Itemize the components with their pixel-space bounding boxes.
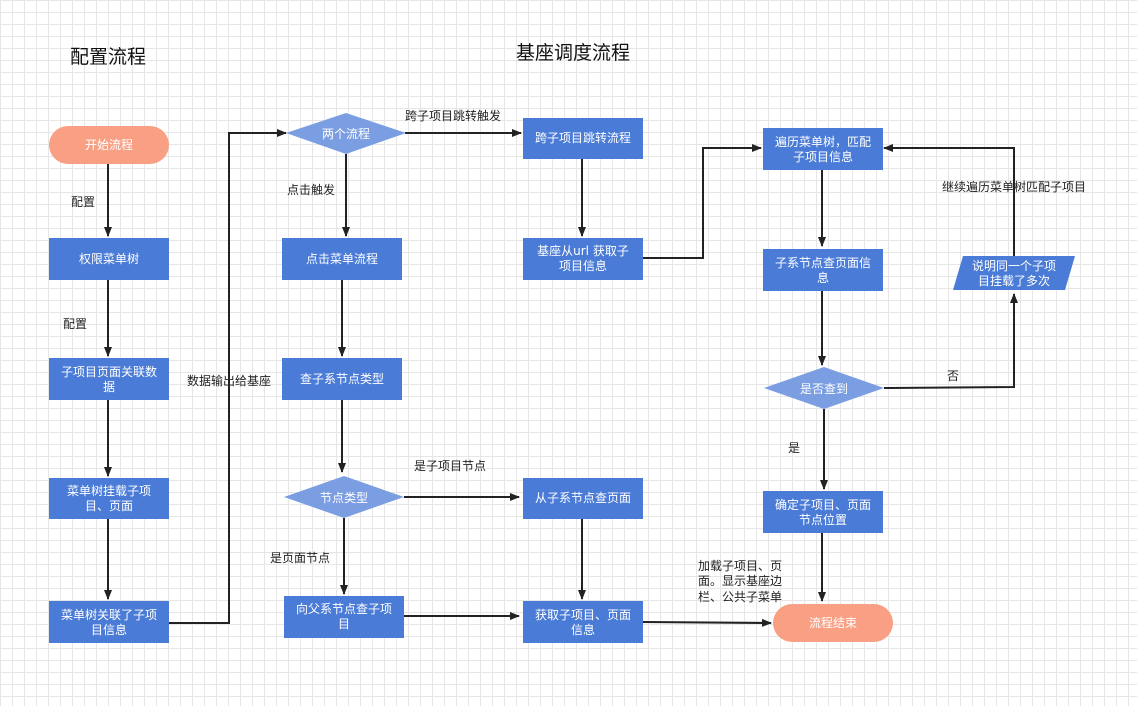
- node-get-subproject-line-2: 信息: [571, 622, 595, 637]
- node-two-flows-label: 两个流程: [322, 126, 370, 141]
- node-tree-linked-line-2: 目信息: [91, 622, 127, 637]
- edge-label-cross-jump-trigger: 跨子项目跳转触发: [405, 108, 501, 123]
- node-confirm-position-line-2: 节点位置: [799, 512, 847, 527]
- node-found[interactable]: 是否查到: [764, 367, 884, 409]
- node-parent-lookup-line-2: 目: [338, 617, 350, 631]
- node-mounted-multiple[interactable]: 说明同一个子项 目挂载了多次: [953, 256, 1075, 290]
- node-check-node-type[interactable]: 查子系节点类型: [282, 358, 402, 400]
- node-check-node-type-label: 查子系节点类型: [300, 372, 384, 386]
- node-child-page-info-line-2: 息: [817, 270, 829, 285]
- node-get-from-url-line-2: 项目信息: [559, 258, 607, 273]
- node-click-menu-label: 点击菜单流程: [306, 251, 378, 266]
- node-permission-tree-label: 权限菜单树: [79, 251, 139, 266]
- node-get-subproject-line-1: 获取子项目、页面: [535, 608, 631, 622]
- edge-label-config-2: 配置: [63, 317, 87, 331]
- title-config-flow: 配置流程: [70, 46, 146, 68]
- edge-label-is-subproject-node: 是子项目节点: [414, 459, 486, 473]
- node-end-label: 流程结束: [809, 615, 857, 630]
- edge-label-load-note: 加载子项目、页 面。显示基座边 栏、公共子菜单: [698, 559, 782, 604]
- node-confirm-position-line-1: 确定子项目、页面: [775, 497, 871, 512]
- edge-found-no-to-multiple: [883, 293, 1018, 389]
- node-parent-lookup-line-1: 向父系节点查子项: [296, 601, 392, 616]
- node-start[interactable]: 开始流程: [49, 126, 169, 164]
- node-page-link-line-1: 子项目页面关联数: [61, 364, 157, 379]
- node-node-type-label: 节点类型: [320, 491, 368, 505]
- edge-label-no: 否: [947, 369, 959, 383]
- node-get-from-url[interactable]: 基座从url 获取子 项目信息: [523, 238, 643, 280]
- node-get-subproject[interactable]: 获取子项目、页面 信息: [523, 601, 643, 643]
- node-found-label: 是否查到: [800, 382, 848, 396]
- edge-label-config-1: 配置: [71, 195, 95, 209]
- edge-label-data-output: 数据输出给基座: [187, 373, 271, 388]
- load-note-line-3: 栏、公共子菜单: [698, 589, 782, 604]
- load-note-line-2: 面。显示基座边: [698, 573, 782, 588]
- node-traverse-tree[interactable]: 遍历菜单树，匹配 子项目信息: [763, 128, 883, 170]
- node-parent-lookup[interactable]: 向父系节点查子项 目: [284, 596, 404, 638]
- node-traverse-tree-line-1: 遍历菜单树，匹配: [775, 134, 871, 149]
- node-permission-tree[interactable]: 权限菜单树: [49, 238, 169, 280]
- edge-label-click-trigger: 点击触发: [287, 182, 335, 197]
- node-start-label: 开始流程: [85, 137, 133, 152]
- node-confirm-position[interactable]: 确定子项目、页面 节点位置: [763, 491, 883, 533]
- node-traverse-tree-line-2: 子项目信息: [793, 149, 853, 164]
- node-tree-mount[interactable]: 菜单树挂载子项 目、页面: [49, 478, 169, 519]
- edge-label-is-page-node: 是页面节点: [270, 551, 330, 565]
- node-end[interactable]: 流程结束: [773, 604, 893, 642]
- edge-label-continue-traverse: 继续遍历菜单树匹配子项目: [942, 179, 1086, 194]
- edge-get-subproject-to-end: [642, 618, 772, 627]
- node-mounted-multiple-line-1: 说明同一个子项: [972, 258, 1056, 273]
- node-two-flows[interactable]: 两个流程: [286, 113, 406, 154]
- node-node-type[interactable]: 节点类型: [284, 476, 404, 518]
- node-child-lookup-page[interactable]: 从子系节点查页面: [523, 478, 643, 519]
- node-tree-mount-line-1: 菜单树挂载子项: [67, 483, 151, 498]
- node-tree-mount-line-2: 目、页面: [85, 499, 133, 513]
- node-tree-linked[interactable]: 菜单树关联了子项 目信息: [49, 601, 169, 643]
- node-child-page-info[interactable]: 子系节点查页面信 息: [763, 249, 883, 291]
- title-scheduler-flow: 基座调度流程: [516, 42, 630, 64]
- node-cross-jump-flow-label: 跨子项目跳转流程: [535, 130, 631, 145]
- node-page-link[interactable]: 子项目页面关联数 据: [49, 358, 169, 400]
- edge-label-yes: 是: [788, 441, 800, 455]
- edge-linked-to-two-flows: [168, 129, 287, 624]
- node-cross-jump-flow[interactable]: 跨子项目跳转流程: [523, 118, 643, 159]
- node-get-from-url-line-1: 基座从url 获取子: [537, 243, 629, 258]
- edge-multiple-to-traverse: [883, 144, 1015, 256]
- node-tree-linked-line-1: 菜单树关联了子项: [61, 607, 157, 622]
- edge-url-to-traverse: [643, 144, 762, 259]
- node-child-page-info-line-1: 子系节点查页面信: [775, 256, 871, 270]
- load-note-line-1: 加载子项目、页: [698, 559, 782, 573]
- node-page-link-line-2: 据: [103, 380, 115, 394]
- node-click-menu[interactable]: 点击菜单流程: [282, 238, 402, 280]
- node-child-lookup-page-label: 从子系节点查页面: [535, 491, 631, 505]
- edges: [104, 129, 1018, 627]
- node-mounted-multiple-line-2: 目挂载了多次: [978, 274, 1050, 288]
